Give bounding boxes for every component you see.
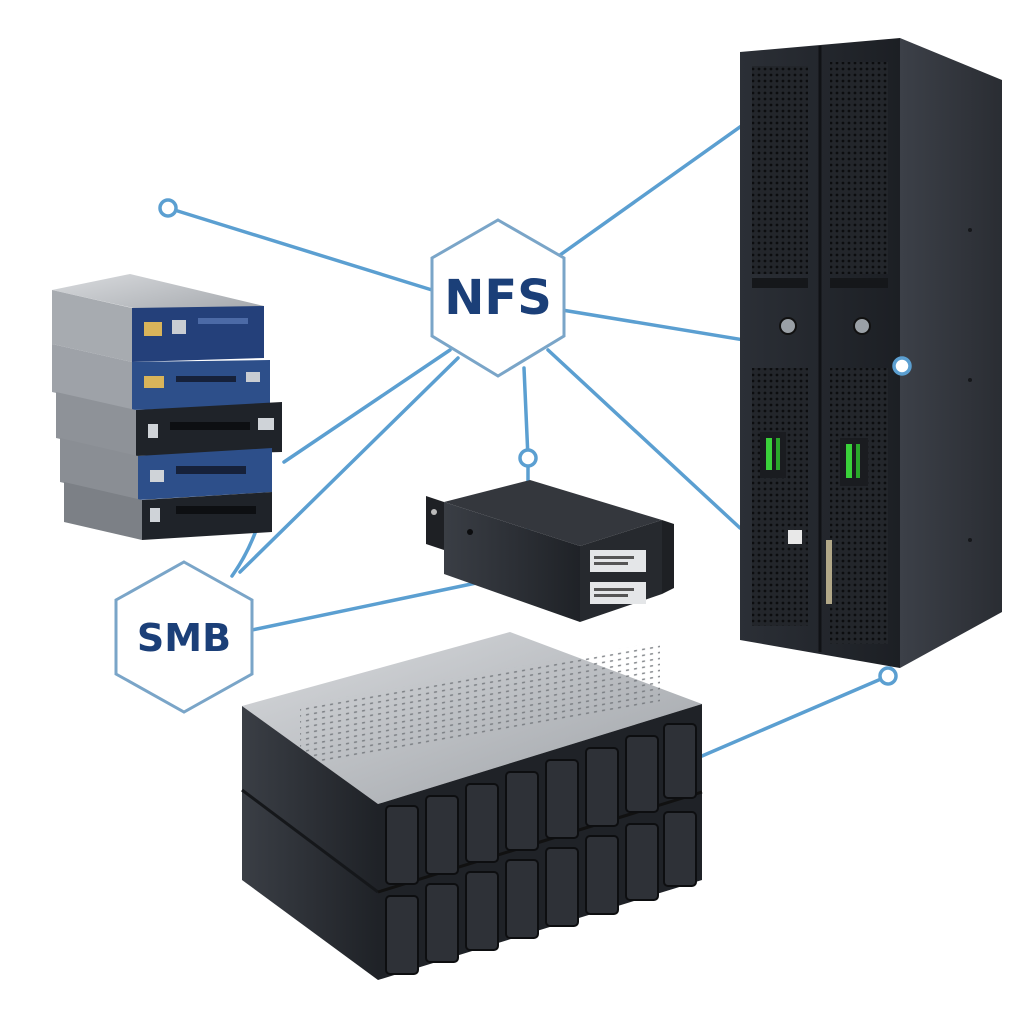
- tower-server: [740, 38, 1002, 668]
- rackmount-unit: [426, 480, 674, 622]
- stacked-nas-units: [52, 274, 282, 540]
- drive-array-enclosure: [242, 632, 702, 980]
- link-tower-drive-array: [702, 676, 888, 756]
- smb-hexagon: SMB: [116, 562, 252, 712]
- link-nfs-smb: [240, 358, 458, 572]
- link-nfs-rackmount: [524, 368, 528, 458]
- endpoint-dot-tower: [894, 358, 910, 374]
- nfs-label: NFS: [444, 270, 552, 326]
- smb-label: SMB: [137, 616, 231, 660]
- endpoint-dot-rackmount: [520, 450, 536, 466]
- endpoint-dot-drive-array: [880, 668, 896, 684]
- link-nfs-top-left-endpoint: [168, 208, 432, 290]
- endpoint-dot-top-left: [160, 200, 176, 216]
- nfs-hexagon: NFS: [432, 220, 564, 376]
